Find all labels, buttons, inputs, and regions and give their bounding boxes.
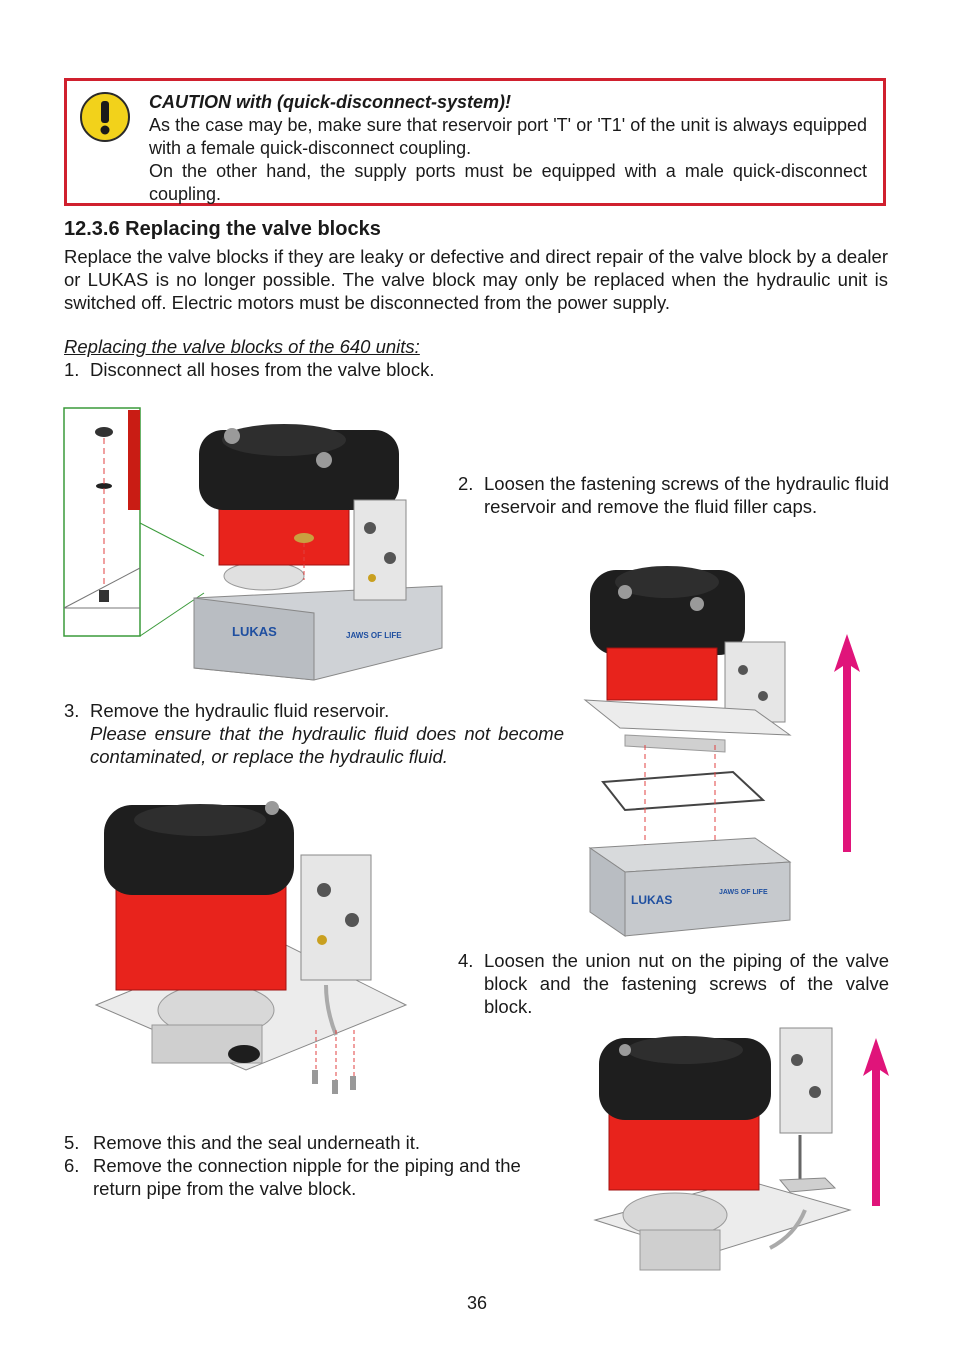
step-1: 1. Disconnect all hoses from the valve b…	[64, 359, 435, 380]
warning-exclamation-icon	[80, 92, 130, 142]
figure-valve-block-removal	[593, 1027, 852, 1271]
figure-reservoir-removal: LUKAS JAWS OF LIFE	[583, 566, 792, 937]
section-intro: Replace the valve blocks if they are lea…	[64, 246, 888, 313]
step-6: 6. Remove the connection nipple for the …	[64, 1155, 521, 1199]
step-5: 5. Remove this and the seal underneath i…	[64, 1132, 421, 1153]
figure-slogan-1: JAWS OF LIFE	[346, 631, 402, 640]
figure-valve-block-screws	[94, 801, 408, 1094]
step-3: 3. Remove the hydraulic fluid reservoir.…	[64, 700, 564, 767]
arrow-up-icon	[834, 634, 860, 852]
figure-brand-2: LUKAS	[631, 893, 672, 907]
caution-text-2: On the other hand, the supply ports must…	[149, 161, 867, 204]
page-number: 36	[466, 1293, 488, 1313]
figure-filler-caps: LUKAS JAWS OF LIFE	[63, 407, 443, 681]
section-title: 12.3.6 Replacing the valve blocks	[64, 218, 381, 240]
arrow-up-icon-2	[863, 1038, 889, 1206]
section-subheading: Replacing the valve blocks of the 640 un…	[64, 336, 420, 357]
figure-brand-1: LUKAS	[232, 624, 277, 639]
figure-slogan-2: JAWS OF LIFE	[719, 889, 768, 896]
step-4: 4. Loosen the union nut on the piping of…	[458, 950, 889, 1017]
caution-heading: CAUTION with (quick-disconnect-system)!	[149, 92, 512, 112]
step-2: 2. Loosen the fastening screws of the hy…	[458, 473, 889, 517]
caution-text-1: As the case may be, make sure that reser…	[149, 115, 867, 158]
caution-box: CAUTION with (quick-disconnect-system)! …	[64, 78, 886, 206]
step-3-note: Please ensure that the hydraulic fluid d…	[90, 723, 564, 767]
